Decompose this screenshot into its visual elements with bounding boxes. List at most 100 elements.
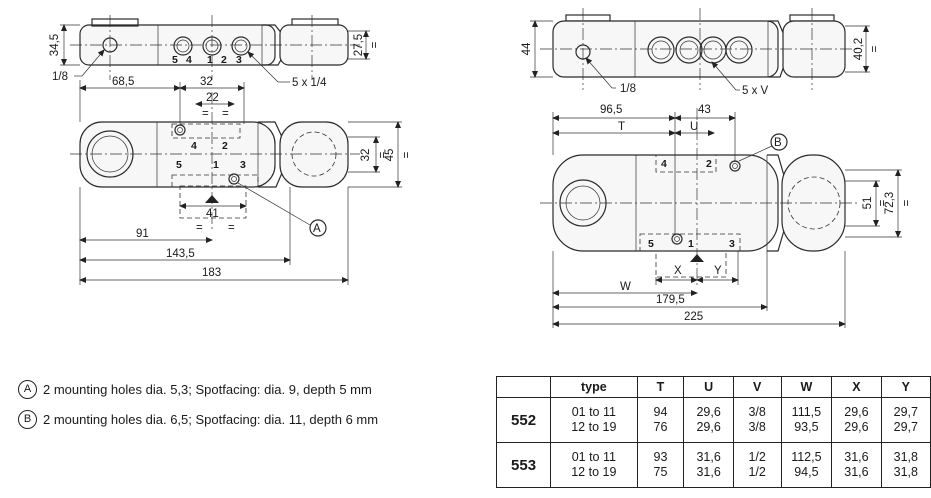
dim-height-right: 27,5 bbox=[353, 34, 365, 56]
thread-label: 1/8 bbox=[620, 83, 636, 95]
dim-22: 22 bbox=[206, 92, 219, 104]
table-cell: 94,5 bbox=[794, 465, 819, 479]
equal-mark: = bbox=[901, 199, 913, 206]
note-a: A 2 mounting holes dia. 5,3; Spotfacing:… bbox=[18, 378, 488, 400]
table-header: W bbox=[780, 376, 833, 398]
port-label: 1 bbox=[688, 238, 694, 250]
dim-143-5: 143,5 bbox=[166, 248, 195, 260]
table-cell: 29,7 bbox=[893, 405, 918, 419]
table-header: type bbox=[550, 376, 638, 398]
table-header: X bbox=[831, 376, 882, 398]
table-header bbox=[495, 376, 552, 398]
table-header: Y bbox=[880, 376, 931, 398]
right-top-view: 44 40,2 = 1/8 5 x V bbox=[521, 8, 881, 97]
port-label: 2 bbox=[221, 54, 227, 66]
port-label: 4 bbox=[661, 158, 667, 170]
dim-41: 41 bbox=[206, 208, 219, 220]
dim-44: 44 bbox=[521, 42, 533, 55]
ports-label: 5 x 1/4 bbox=[292, 77, 327, 89]
table-cell: 29,7 bbox=[893, 420, 918, 434]
table-cell-model: 552 bbox=[495, 397, 552, 443]
technical-drawing: 34,5 27,5 = 5 4 1 2 3 1/8 5 x 1/4 bbox=[49, 8, 913, 328]
dim-40-2: 40,2 bbox=[853, 38, 865, 60]
port-label: 4 bbox=[186, 54, 192, 66]
dim-183: 183 bbox=[202, 267, 221, 279]
table-header: V bbox=[732, 376, 782, 398]
equal-mark: = bbox=[196, 222, 203, 234]
mounting-notes: A 2 mounting holes dia. 5,3; Spotfacing:… bbox=[18, 378, 488, 438]
equal-mark: = bbox=[202, 108, 209, 120]
dim-height-left: 34,5 bbox=[49, 34, 61, 56]
table-cell: 76 bbox=[653, 420, 668, 434]
table-cell: 93,5 bbox=[794, 420, 819, 434]
dim-32-side: 32 bbox=[360, 149, 372, 162]
table-cell: 31,6 bbox=[696, 450, 721, 464]
dim-68-5: 68,5 bbox=[112, 76, 134, 88]
equal-mark: = bbox=[377, 151, 389, 158]
table-cell: 75 bbox=[653, 465, 668, 479]
table-cell: 31,8 bbox=[893, 465, 918, 479]
left-top-view: 34,5 27,5 = 5 4 1 2 3 1/8 5 x 1/4 bbox=[49, 15, 381, 89]
port-label: 3 bbox=[729, 238, 735, 250]
dim-72-3: 72,3 bbox=[884, 192, 896, 214]
equal-mark: = bbox=[869, 45, 881, 52]
port-label: 2 bbox=[706, 158, 712, 170]
port-label: 3 bbox=[240, 159, 246, 171]
table-cell: 112,5 bbox=[791, 450, 822, 464]
table-cell: 3/8 bbox=[748, 405, 766, 419]
port-label: 3 bbox=[236, 54, 242, 66]
table-cell: 29,6 bbox=[696, 420, 721, 434]
equal-mark: = bbox=[369, 41, 381, 48]
table-header-row: type T U V W X Y bbox=[495, 376, 931, 398]
dim-225: 225 bbox=[684, 311, 703, 323]
port-label: 5 bbox=[648, 238, 654, 250]
dim-x: X bbox=[674, 265, 682, 277]
table-cell: 1/2 bbox=[748, 465, 766, 479]
dim-45: 45 bbox=[384, 149, 396, 162]
table-header: U bbox=[683, 376, 734, 398]
dim-43: 43 bbox=[698, 104, 711, 116]
table-cell: 12 to 19 bbox=[571, 465, 617, 479]
dim-32-top: 32 bbox=[200, 76, 213, 88]
table-cell: 29,6 bbox=[844, 405, 869, 419]
right-plan-view: 4 2 5 1 3 96,5 43 T U B X Y W 179,5 bbox=[540, 104, 913, 328]
dim-91: 91 bbox=[136, 228, 149, 240]
port-label: 5 bbox=[176, 159, 182, 171]
equal-mark: = bbox=[877, 199, 889, 206]
thread-label: 1/8 bbox=[52, 71, 68, 83]
table-cell: 93 bbox=[653, 450, 668, 464]
dim-u: U bbox=[690, 121, 698, 133]
left-plan-view: 4 2 5 1 3 68,5 32 22 = = 41 = = A 91 143… bbox=[70, 76, 413, 285]
port-label: 5 bbox=[172, 54, 178, 66]
equal-mark: = bbox=[401, 151, 413, 158]
note-b-text: 2 mounting holes dia. 6,5; Spotfacing: d… bbox=[43, 411, 379, 427]
note-b-badge: B bbox=[18, 409, 37, 429]
table-cell: 31,6 bbox=[696, 465, 721, 479]
table-cell: 12 to 19 bbox=[571, 420, 617, 434]
table-cell: 29,6 bbox=[844, 420, 869, 434]
dim-w: W bbox=[620, 281, 631, 293]
dim-96-5: 96,5 bbox=[600, 104, 622, 116]
table-cell-model: 553 bbox=[495, 442, 552, 488]
table-cell: 31,6 bbox=[844, 465, 869, 479]
table-cell: 01 to 11 bbox=[571, 450, 616, 464]
table-cell: 29,6 bbox=[696, 405, 721, 419]
table-cell: 31,8 bbox=[893, 450, 918, 464]
callout-a: A bbox=[313, 223, 321, 235]
table-cell: 1/2 bbox=[748, 450, 766, 464]
table-cell: 111,5 bbox=[791, 405, 822, 419]
table-cell: 94 bbox=[653, 405, 668, 419]
callout-b: B bbox=[774, 137, 782, 149]
table-cell: 01 to 11 bbox=[571, 405, 616, 419]
table-cell: 3/8 bbox=[748, 420, 766, 434]
ports-label: 5 x V bbox=[742, 85, 769, 97]
table-header: T bbox=[636, 376, 685, 398]
port-label: 4 bbox=[191, 140, 197, 152]
note-a-badge: A bbox=[18, 379, 37, 399]
equal-mark: = bbox=[222, 108, 229, 120]
port-label: 1 bbox=[213, 159, 219, 171]
table-cell: 31,6 bbox=[844, 450, 869, 464]
